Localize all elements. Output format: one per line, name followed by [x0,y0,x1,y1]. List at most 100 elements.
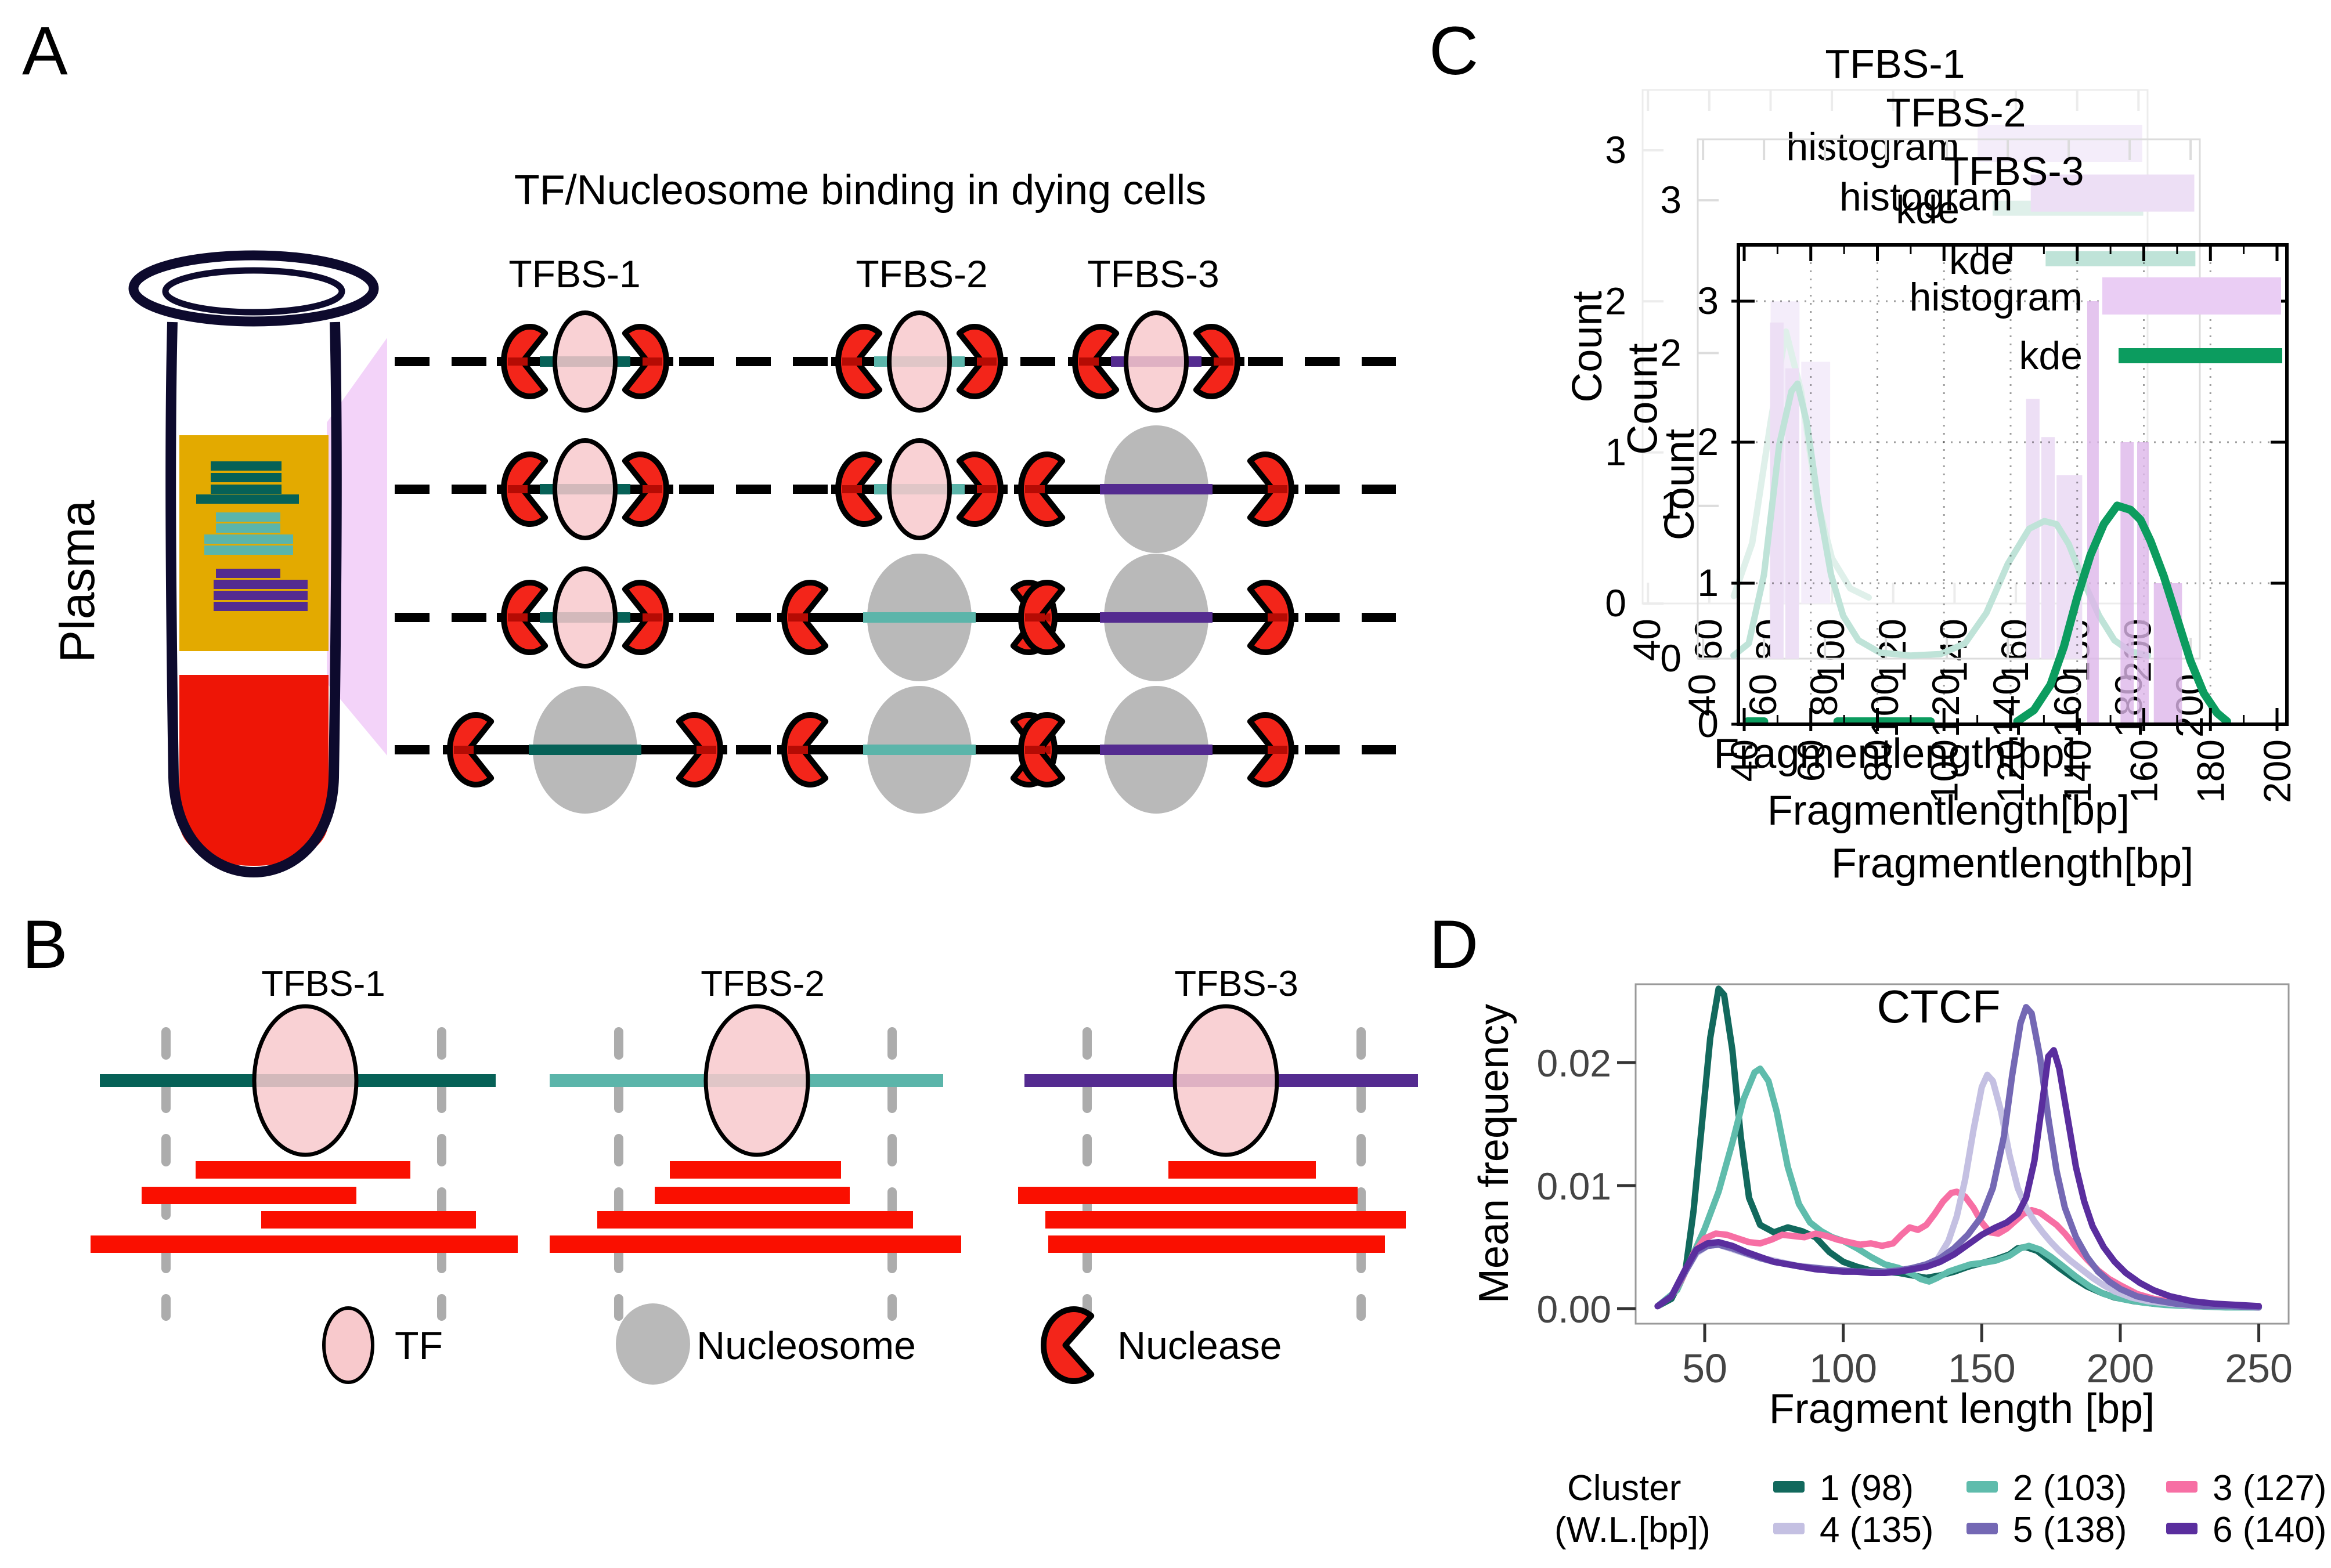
panel-c-label: C [1429,13,1478,89]
svg-text:histogram: histogram [1839,175,2013,219]
histogram-legend-label: histogram [1909,275,2083,319]
cluster-legend-swatches [1773,1481,2198,1534]
cluster-4-label: 4 (135) [1820,1510,1933,1550]
svg-text:50: 50 [1682,1346,1727,1391]
tfbs-3-title-c: TFBS-3 [1944,149,2084,194]
svg-text:histogram: histogram [1786,125,1960,169]
tube-fragment-bar [204,545,293,555]
svg-text:2: 2 [1697,420,1719,463]
tf-oval [887,438,952,540]
svg-text:1: 1 [1697,561,1719,604]
svg-text:0.00: 0.00 [1537,1288,1611,1331]
tfbs-1-title-c: TFBS-1 [1825,41,1965,86]
cfdna-fragment-bar [142,1187,356,1204]
tube-fragment-bar [216,523,280,533]
dna-rows [395,310,1396,814]
series-line [1654,1065,2263,1311]
tube-fragment-bar [216,569,280,578]
panel-d-label: D [1429,906,1478,983]
fragment-sections [91,1004,1418,1321]
svg-text:140: 140 [2056,739,2099,803]
svg-text:Fragmentlength[bp]: Fragmentlength[bp] [1767,787,2130,834]
nuclease-pacman-left [501,451,549,527]
panel-a-title: TF/Nucleosome binding in dying cells [514,167,1207,214]
nuclease-legend-icon [1041,1306,1095,1384]
histogram-bar [2153,583,2182,724]
blood-tube [128,250,379,878]
tube-fragment-bar [211,473,282,482]
cluster-2-label: 2 (103) [2013,1468,2127,1508]
fragment-length-axis-label-d: Fragment length [bp] [1769,1386,2155,1432]
tube-fragment-bar [214,591,308,600]
cfdna-fragment-bar [655,1187,850,1204]
cluster-legend-swatch [2166,1523,2198,1534]
svg-text:3: 3 [1697,279,1719,322]
kde-legend-label: kde [2019,334,2083,378]
plot-frame [1634,983,2290,1325]
tf-oval [887,310,952,413]
nuclease-pacman-right [622,324,669,399]
nuclease-pacman-left [781,712,829,787]
panel-a-label: A [22,13,68,89]
svg-text:80: 80 [1856,739,1899,782]
ctcf-title: CTCF [1877,981,2000,1032]
tube-fragment-bar [214,580,308,589]
tf-oval [553,310,618,413]
nuclease-legend-label: Nuclease [1117,1324,1282,1368]
histogram-legend-swatch [2102,277,2281,315]
svg-text:200: 200 [2256,739,2298,803]
nuclease-pacman-right [676,712,723,787]
nuclease-pacman-left [781,580,829,655]
panel-c: C 4060801001201401601802000123histogramk… [1429,13,2298,887]
nuclease-pacman-left [1018,712,1066,787]
svg-text:60: 60 [1687,619,1730,661]
dna-row [395,425,1396,553]
svg-text:Count: Count [1620,343,1666,454]
dna-row [395,686,1396,814]
nuclease-pacman-right [622,451,669,527]
cfdna-fragment-bar [1048,1235,1385,1253]
nuclease-pacman-left [1072,324,1120,399]
tf-legend-label: TF [395,1324,443,1368]
svg-text:180: 180 [2189,739,2232,803]
panel-b: B TFBS-1 TFBS-2 TFBS-3 TF Nucleosome Nuc… [22,906,1418,1385]
svg-text:200: 200 [2087,1346,2155,1391]
histogram-bar [2087,301,2099,724]
cluster-legend-swatch [2166,1481,2198,1493]
plot-frame [1737,243,2289,726]
nuclease-pacman-right [956,451,1004,527]
cfdna-fragment-bar [91,1235,518,1253]
kde-curve [2013,501,2231,726]
tfbs-1-label-a: TFBS-1 [508,252,640,295]
tf-legend-icon [322,1306,374,1384]
cfdna-fragment-bar [1018,1187,1358,1204]
svg-text:100: 100 [1809,619,1852,682]
tfbs-section [91,1004,518,1321]
svg-text:60: 60 [1741,674,1784,716]
svg-text:120: 120 [1989,739,2032,803]
nuclease-pacman-right [956,324,1004,399]
cfdna-fragment-bar [196,1161,410,1179]
mean-frequency-axis-label: Mean frequency [1471,1004,1517,1303]
tfbs-2-title-c: TFBS-2 [1886,90,2026,135]
dna-row [395,554,1396,681]
faded-background-panels: 4060801001201401601802000123histogramkde… [1564,89,2211,834]
tf-oval [703,1004,810,1157]
nuclease-pacman-left [447,712,495,787]
tfbs-section [550,1004,961,1321]
cluster-1-label: 1 (98) [1820,1468,1914,1508]
cluster-legend-swatch [1773,1523,1805,1534]
svg-text:80: 80 [1802,674,1845,716]
dna-row [395,310,1396,413]
cluster-3-label: 3 (127) [2213,1468,2326,1508]
tube-fragment-bar [216,512,280,522]
histogram-bar [2120,442,2134,724]
cfdna-fragment-bar [1045,1211,1406,1229]
cfdna-fragment-bar [597,1211,913,1229]
svg-text:40: 40 [1625,619,1668,661]
nuclease-pacman-left [835,324,883,399]
tube-fragment-bar [211,485,282,494]
panel-a: A Plasma TF/Nucleosome binding in dying … [22,13,1396,878]
